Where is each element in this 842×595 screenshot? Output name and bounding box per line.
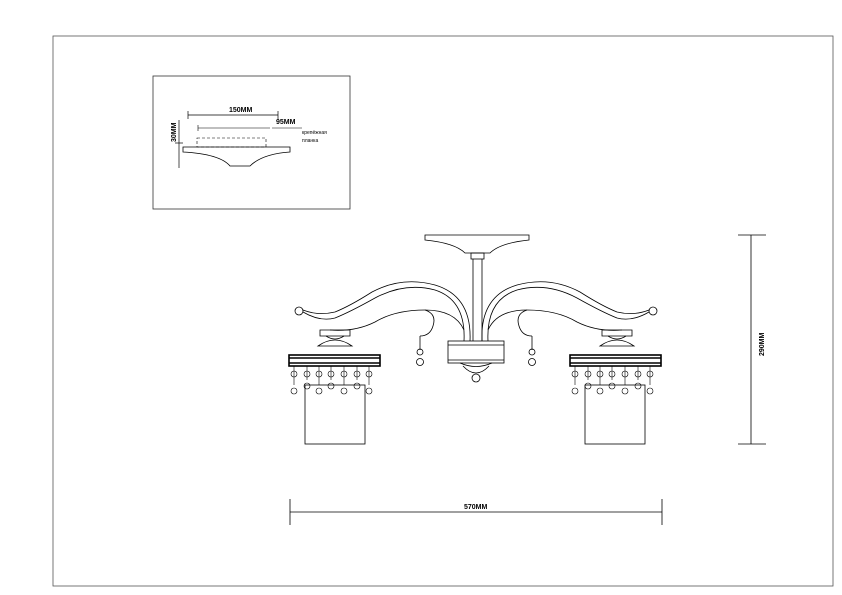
left-arm-outer (302, 286, 465, 342)
drawing-frame (52, 35, 834, 587)
right-arm-scroll (487, 309, 623, 331)
chandelier-drawing (288, 234, 662, 445)
center-body (447, 340, 505, 364)
canopy-detail-inset: 150ММ 95ММ крепёжная планка 30ММ (152, 75, 351, 210)
left-glass-shade (304, 384, 366, 445)
right-arm-outer (487, 286, 650, 342)
inset-width-label: 150ММ (229, 107, 253, 114)
right-arm-ball (648, 306, 658, 316)
height-dimension (738, 234, 766, 445)
left-arm-scroll (329, 309, 465, 331)
right-shade-band (569, 354, 662, 367)
height-dimension-label: 290ММ (759, 332, 766, 356)
width-dimension (289, 499, 663, 525)
center-rod (470, 252, 485, 260)
inset-mount-note-line2: планка (302, 138, 318, 144)
left-shade-band (288, 354, 381, 367)
inset-height-label: 30ММ (171, 122, 178, 142)
inset-frame (152, 75, 351, 210)
left-arm-ball (294, 306, 304, 316)
inset-mount-label: 95ММ (276, 119, 296, 126)
center-finial (471, 373, 481, 383)
right-glass-shade (584, 384, 646, 445)
mounting-bar-dashed (196, 137, 267, 148)
ceiling-canopy (424, 234, 530, 254)
inset-mount-note-line1: крепёжная (302, 130, 327, 136)
left-crystal-drops (290, 366, 373, 395)
right-crystal-drops (571, 366, 654, 395)
width-dimension-label: 570ММ (464, 504, 488, 511)
canopy-profile (182, 146, 291, 167)
